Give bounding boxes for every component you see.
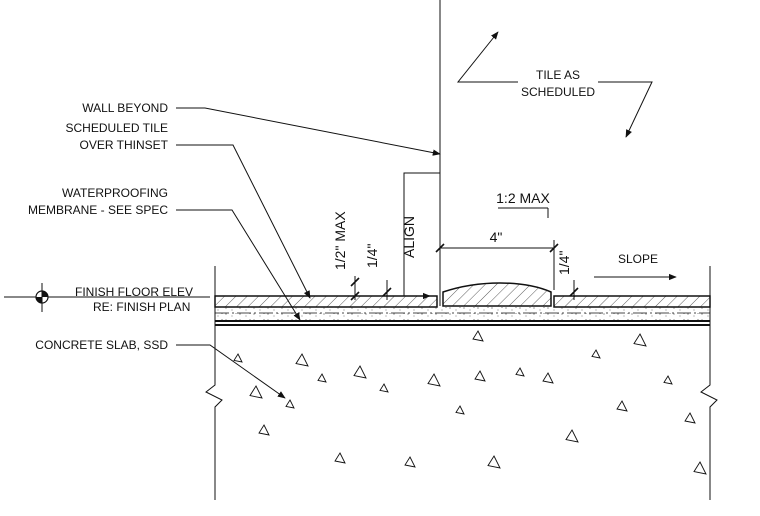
aggregate-mark [258,424,270,436]
label-concrete-slab: CONCRETE SLAB, SSD [35,338,168,352]
aggregate-mark [404,456,416,468]
label-slope: SLOPE [618,252,658,266]
dim-quarter-right-tick [569,287,579,297]
dim-width: 4" [490,229,503,245]
aggregate-mark [249,385,263,399]
leader-scheduled-tile [176,144,311,299]
label-finish-floor-2: RE: FINISH PLAN [93,300,190,314]
dim-half-max: 1/2" MAX [332,211,348,270]
leader-concrete-slab [176,344,286,399]
aggregate-mark [591,349,601,359]
aggregate-mark [684,412,696,424]
label-wall-beyond: WALL BEYOND [82,101,168,115]
label-waterproofing-1: WATERPROOFING [62,186,168,200]
left-break-line [205,266,223,500]
concrete-aggregate [233,330,707,475]
aggregate-mark [233,353,243,363]
dim-quarter-left-tick [382,287,392,297]
dim-half-tick-2 [350,291,360,301]
thinset-bed [215,307,710,320]
aggregate-mark [285,399,295,409]
aggregate-mark [334,452,346,464]
align-bracket [400,172,440,297]
label-tile-as-1: TILE AS [536,68,580,82]
left-tile [214,295,438,308]
label-finish-floor-1: FINISH FLOOR ELEV [75,285,193,299]
dim-tick-right [549,243,559,253]
aggregate-mark [474,370,486,382]
label-tile-as-2: SCHEDULED [521,85,595,99]
dim-quarter-right: 1/4" [556,251,572,275]
dim-align: ALIGN [401,216,417,258]
leader-wall-beyond [176,107,441,156]
label-waterproofing-2: MEMBRANE - SEE SPEC [28,203,168,217]
elevation-target-icon [4,283,210,312]
dim-tick-left [435,243,445,253]
aggregate-mark [427,373,441,387]
aggregate-mark [455,405,465,415]
leader-tile-as-upper [456,31,518,83]
dim-quarter-left: 1/4" [364,244,380,268]
aggregate-mark [565,429,579,443]
right-break-line [700,266,718,500]
aggregate-mark [317,373,327,383]
leader-tile-as-lower [598,81,653,138]
aggregate-mark [379,383,389,393]
label-scheduled-tile-1: SCHEDULED TILE [66,121,168,135]
aggregate-mark [515,367,525,377]
aggregate-mark [542,372,554,384]
aggregate-mark [353,365,367,379]
right-tile [553,295,711,308]
aggregate-mark [663,375,673,385]
dim-ratio: 1:2 MAX [496,190,550,206]
aggregate-mark [472,330,484,342]
leader-waterproofing [176,209,301,321]
threshold-saddle [442,282,552,307]
dim-half-tick-1 [350,277,360,287]
aggregate-mark [633,333,647,347]
aggregate-mark [616,400,628,412]
label-scheduled-tile-2: OVER THINSET [80,138,169,152]
aggregate-mark [487,455,501,469]
aggregate-mark [693,461,707,475]
aggregate-mark [295,353,309,367]
